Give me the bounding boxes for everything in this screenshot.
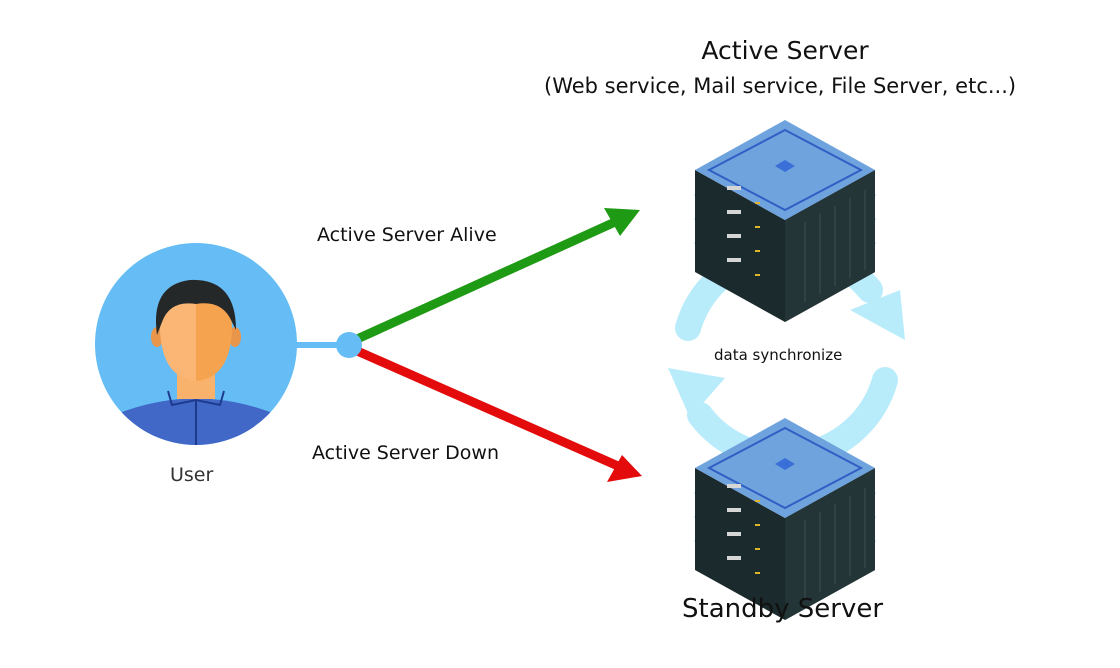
active-server-title: Active Server bbox=[701, 36, 869, 65]
down-arrowhead bbox=[607, 455, 642, 482]
alive-arrow-line bbox=[353, 217, 617, 345]
sync-label: data synchronize bbox=[714, 346, 843, 364]
user-avatar bbox=[95, 243, 297, 445]
sync-arrowhead-left bbox=[668, 368, 725, 418]
user-label: User bbox=[170, 464, 214, 486]
active-server-subtitle: (Web service, Mail service, File Server,… bbox=[544, 74, 1017, 98]
junction-node bbox=[336, 332, 362, 358]
alive-arrowhead bbox=[604, 208, 640, 236]
down-label: Active Server Down bbox=[312, 442, 499, 464]
standby-server-title: Standby Server bbox=[682, 594, 884, 624]
sync-arrowhead-right bbox=[850, 290, 905, 340]
alive-label: Active Server Alive bbox=[317, 224, 497, 246]
down-arrow-line bbox=[353, 345, 620, 471]
